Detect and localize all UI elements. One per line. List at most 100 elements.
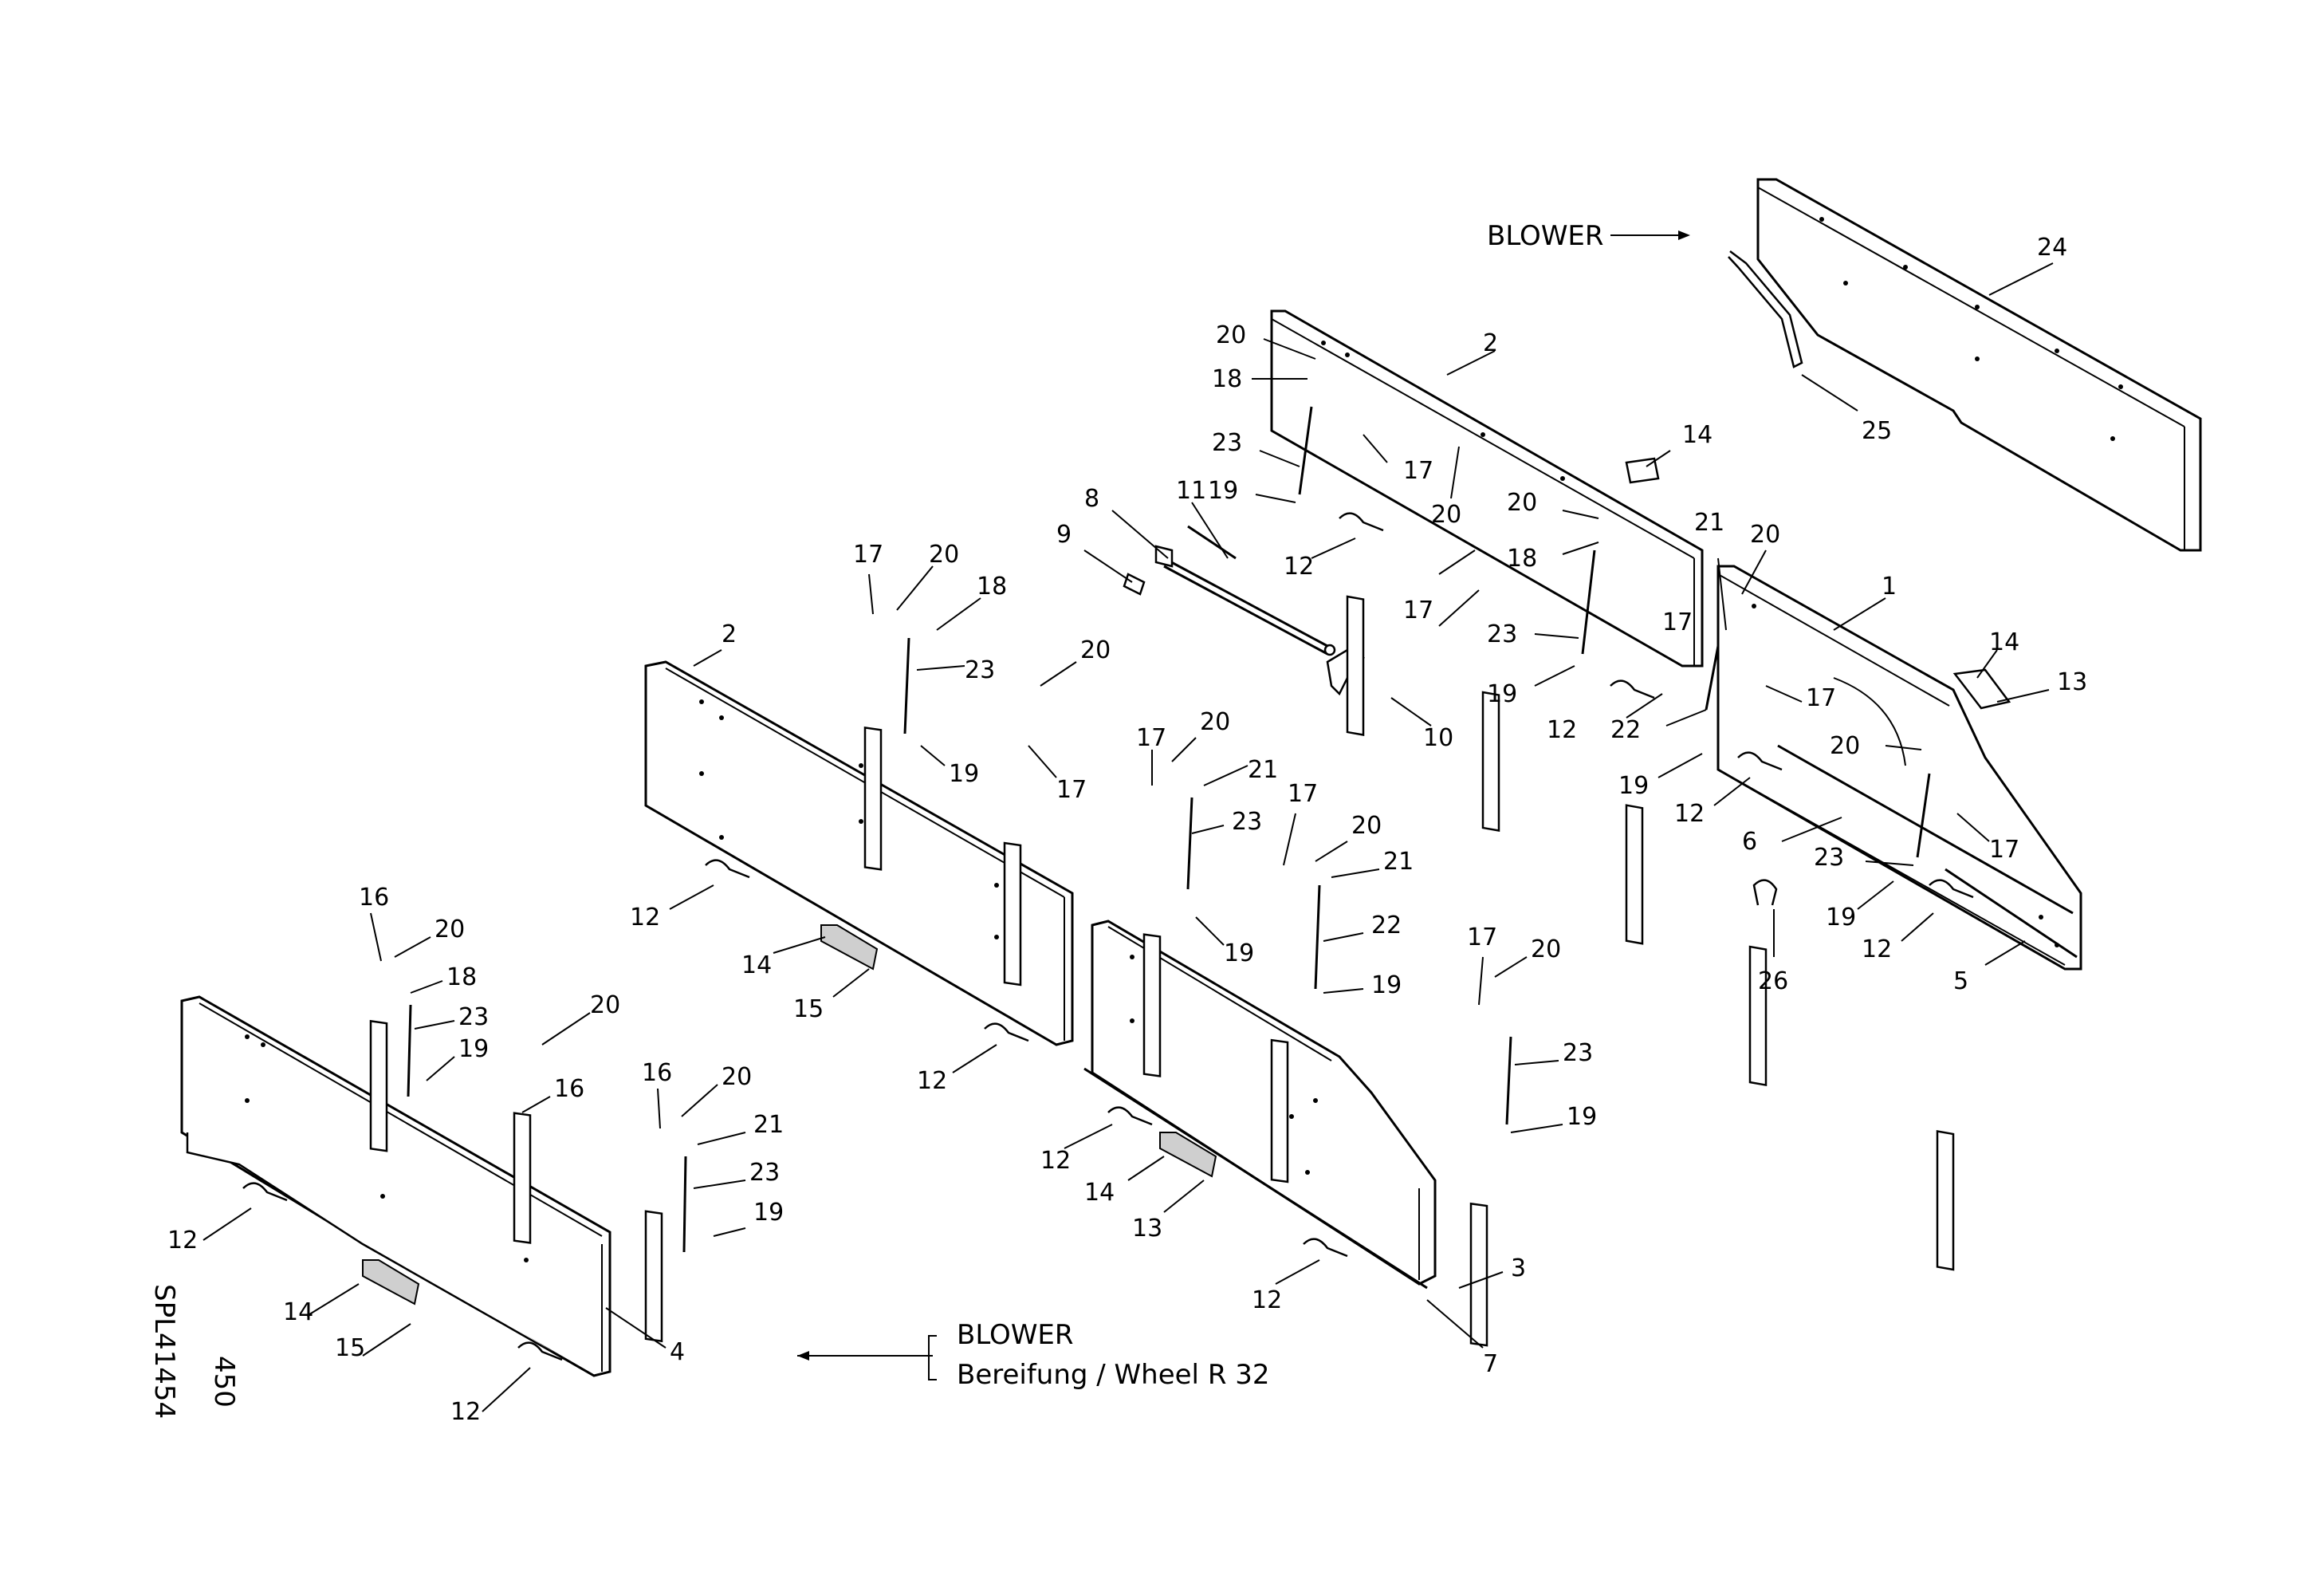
callout: 20 <box>1080 636 1111 664</box>
panel-2-front <box>644 660 1074 1046</box>
callout: 19 <box>458 1035 489 1063</box>
rods-23-22 <box>407 406 1931 1253</box>
callout: 17 <box>1989 836 2019 864</box>
callout: 20 <box>1351 812 1382 840</box>
callout: 15 <box>335 1334 365 1362</box>
plate-13-14-front <box>1159 1132 1217 1178</box>
handles-12 <box>242 512 1974 1361</box>
callout: 16 <box>554 1075 584 1103</box>
blower-label-top: BLOWER <box>1487 220 1604 252</box>
callout: 20 <box>1216 321 1246 349</box>
callout: 18 <box>1212 365 1242 393</box>
callout: 10 <box>1423 724 1453 752</box>
callout: 17 <box>853 541 883 569</box>
callout: 12 <box>917 1067 947 1095</box>
callout: 12 <box>1040 1147 1071 1175</box>
callout: 17 <box>1403 597 1433 624</box>
callout: 18 <box>977 573 1007 601</box>
title-texts: BLOWER BLOWER Bereifung / Wheel R 32 450… <box>148 220 1604 1419</box>
callout: 13 <box>2057 668 2087 696</box>
callout: 16 <box>359 884 389 912</box>
callout: 2 <box>722 620 737 648</box>
panel-24 <box>1728 178 2202 552</box>
callout: 20 <box>1200 708 1230 736</box>
callout: 20 <box>435 916 465 943</box>
callout-numbers: 24 25 2 20 18 23 19 17 20 14 12 17 20 18… <box>167 234 2087 1426</box>
callout: 17 <box>1056 776 1087 804</box>
callout: 21 <box>1248 756 1278 784</box>
callout: 20 <box>1507 489 1537 517</box>
callout: 12 <box>1547 716 1577 744</box>
callout: 14 <box>1084 1179 1115 1207</box>
callout: 19 <box>1618 772 1649 800</box>
callout: 17 <box>1403 457 1433 485</box>
callout: 22 <box>1610 716 1641 744</box>
callout: 19 <box>1487 680 1517 708</box>
callout: 17 <box>1662 608 1693 636</box>
callout: 25 <box>1862 417 1892 445</box>
callout: 12 <box>1674 800 1705 828</box>
callout: 12 <box>1862 935 1892 963</box>
callout: 19 <box>949 760 979 788</box>
callout: 19 <box>1208 477 1238 505</box>
callout: 23 <box>1487 620 1517 648</box>
callout: 20 <box>1750 521 1780 549</box>
callout: 19 <box>753 1199 784 1227</box>
callout: 12 <box>1284 553 1314 581</box>
callout: 6 <box>1742 828 1757 856</box>
callout: 23 <box>1232 808 1262 836</box>
callout: 23 <box>1814 844 1844 872</box>
callout: 17 <box>1467 924 1497 951</box>
callout: 23 <box>1212 429 1242 457</box>
callout: 19 <box>1826 904 1856 931</box>
callout: 11 <box>1176 477 1206 505</box>
callout: 14 <box>1989 628 2019 656</box>
callout: 18 <box>1507 545 1537 573</box>
callout: 21 <box>1694 509 1724 537</box>
callout: 1 <box>1882 573 1897 601</box>
callout: 20 <box>1531 935 1561 963</box>
panel-2-rear <box>1270 309 1704 668</box>
callout: 24 <box>2037 234 2067 262</box>
ref-number: 450 <box>208 1356 240 1408</box>
callout: 9 <box>1056 521 1072 549</box>
callout: 2 <box>1483 329 1498 357</box>
callout: 23 <box>458 1003 489 1031</box>
legend-subtitle: Bereifung / Wheel R 32 <box>957 1359 1270 1391</box>
callout: 21 <box>1383 848 1414 876</box>
callout: 16 <box>642 1059 672 1087</box>
callout: 20 <box>590 991 620 1019</box>
callout: 18 <box>446 963 477 991</box>
callout: 14 <box>1682 421 1713 449</box>
callout: 17 <box>1288 780 1318 808</box>
callout: 12 <box>450 1398 481 1426</box>
callout: 14 <box>283 1298 313 1326</box>
callout: 5 <box>1953 967 1968 995</box>
callout: 17 <box>1806 684 1836 712</box>
callout: 13 <box>1132 1215 1162 1243</box>
legend-title: BLOWER <box>957 1319 1074 1351</box>
ref-code: SPL41454 <box>148 1284 180 1419</box>
callout: 7 <box>1483 1350 1498 1378</box>
plate-13-14-right <box>1952 668 2011 710</box>
callout: 3 <box>1511 1254 1526 1282</box>
callout: 4 <box>670 1338 685 1366</box>
callout: 8 <box>1084 485 1099 513</box>
callout: 20 <box>1830 732 1860 760</box>
callout: 23 <box>1563 1039 1593 1067</box>
callout: 20 <box>929 541 959 569</box>
callout: 19 <box>1567 1103 1597 1131</box>
panel-4 <box>180 995 611 1377</box>
callout: 15 <box>793 995 824 1023</box>
callout: 14 <box>741 951 772 979</box>
posts <box>369 595 1955 1347</box>
callout: 12 <box>167 1227 198 1254</box>
panel-1 <box>1716 565 2082 971</box>
callout: 26 <box>1758 967 1788 995</box>
callout: 22 <box>1371 912 1402 939</box>
callout: 20 <box>722 1063 752 1091</box>
callout: 12 <box>1252 1286 1282 1314</box>
plate-14-15-left <box>362 1259 420 1306</box>
callout: 23 <box>749 1159 780 1187</box>
